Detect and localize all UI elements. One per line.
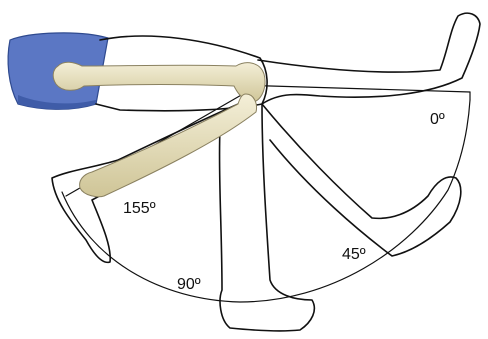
angle-label-155: 155º (123, 201, 156, 217)
angle-label-45: 45º (342, 247, 366, 263)
leg-90-degrees (219, 104, 314, 331)
angle-label-90: 90º (177, 277, 201, 293)
tibia-bone (80, 94, 257, 197)
leg-0-degrees (258, 13, 480, 104)
angle-label-0: 0º (430, 112, 445, 128)
